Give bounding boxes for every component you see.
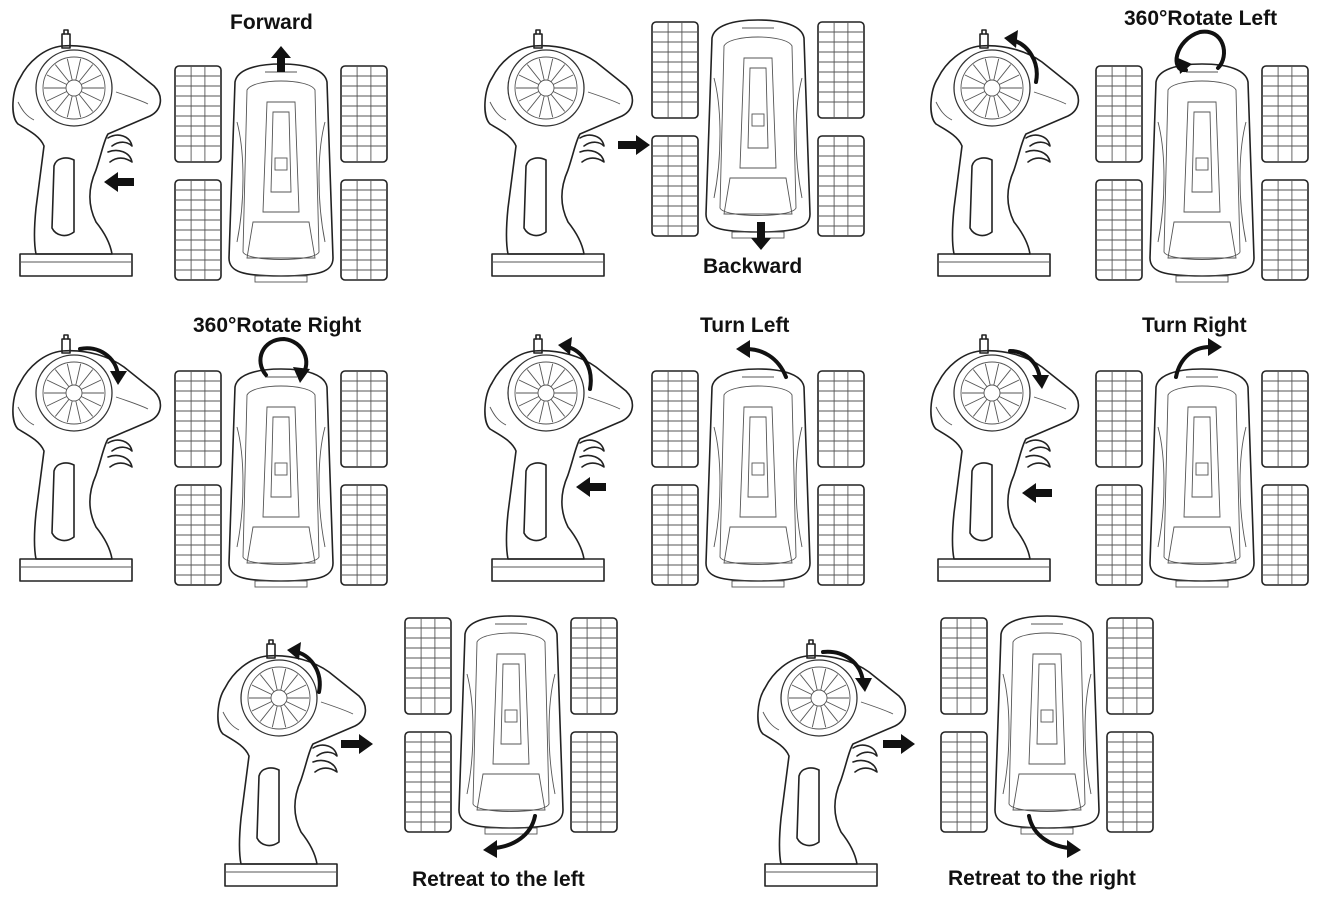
car-icon	[174, 63, 388, 283]
car-icon	[1095, 63, 1309, 283]
wheel-turn-arrow-icon	[287, 642, 322, 694]
wheel-turn-arrow-icon	[821, 649, 872, 692]
trigger-push-arrow-icon	[883, 734, 915, 754]
turn-right-arrow-icon	[1174, 338, 1222, 379]
controller-icon	[757, 639, 907, 887]
controller-icon	[12, 334, 162, 582]
label-360-rotate-left: 360°Rotate Left	[1124, 7, 1278, 30]
panel-turn-left: Turn Left	[472, 305, 892, 605]
turn-right-illustration	[930, 334, 1309, 588]
panel-backward: Backward	[472, 0, 892, 300]
car-icon	[174, 368, 388, 588]
wheel-turn-arrow-icon	[78, 346, 127, 385]
turn-left-arrow-icon	[736, 340, 788, 379]
wheel-turn-arrow-icon	[558, 337, 593, 391]
car-icon	[404, 615, 618, 835]
controller-icon	[484, 334, 634, 582]
turn-left-illustration	[484, 334, 865, 588]
car-icon	[940, 615, 1154, 835]
controller-icon	[12, 29, 162, 277]
retreat-right-illustration	[757, 615, 1154, 887]
forward-illustration	[12, 29, 388, 283]
panel-turn-right: Turn Right	[918, 305, 1317, 605]
rotate-arrow-icon	[1174, 29, 1226, 74]
trigger-push-arrow-icon	[341, 734, 373, 754]
retreat-left-illustration	[217, 615, 618, 887]
label-360-rotate-right: 360°Rotate Right	[193, 314, 362, 337]
wheel-turn-arrow-icon	[1008, 349, 1049, 389]
car-icon	[651, 19, 865, 239]
panel-retreat-right: Retreat to the right	[745, 610, 1165, 910]
trigger-pull-arrow-icon	[1022, 483, 1052, 503]
retreat-left-arrow-icon	[483, 814, 537, 858]
backward-illustration	[484, 19, 865, 277]
label-retreat-left: Retreat to the left	[412, 868, 585, 891]
rotate-arrow-icon	[258, 337, 310, 383]
trigger-pull-arrow-icon	[104, 172, 134, 192]
trigger-push-arrow-icon	[618, 135, 650, 155]
backward-arrow-icon	[751, 222, 771, 250]
retreat-right-arrow-icon	[1027, 814, 1081, 858]
rotate-left-illustration	[930, 29, 1309, 283]
controller-icon	[484, 29, 634, 277]
rotate-right-illustration	[12, 334, 388, 588]
controller-icon	[930, 334, 1080, 582]
label-turn-right: Turn Right	[1142, 314, 1247, 337]
panel-360-rotate-right: 360°Rotate Right	[0, 305, 420, 605]
label-backward: Backward	[703, 255, 803, 278]
forward-arrow-icon	[271, 46, 291, 72]
label-turn-left: Turn Left	[700, 314, 790, 337]
car-icon	[651, 368, 865, 588]
label-retreat-right: Retreat to the right	[948, 867, 1136, 890]
controller-icon	[217, 639, 367, 887]
controller-icon	[930, 29, 1080, 277]
panel-forward: Forward	[0, 0, 420, 300]
car-icon	[1095, 368, 1309, 588]
panel-retreat-left: Retreat to the left	[205, 610, 625, 910]
panel-360-rotate-left: 360°Rotate Left	[918, 0, 1317, 300]
trigger-pull-arrow-icon	[576, 477, 606, 497]
wheel-turn-arrow-icon	[1004, 30, 1039, 84]
label-forward: Forward	[230, 11, 313, 34]
